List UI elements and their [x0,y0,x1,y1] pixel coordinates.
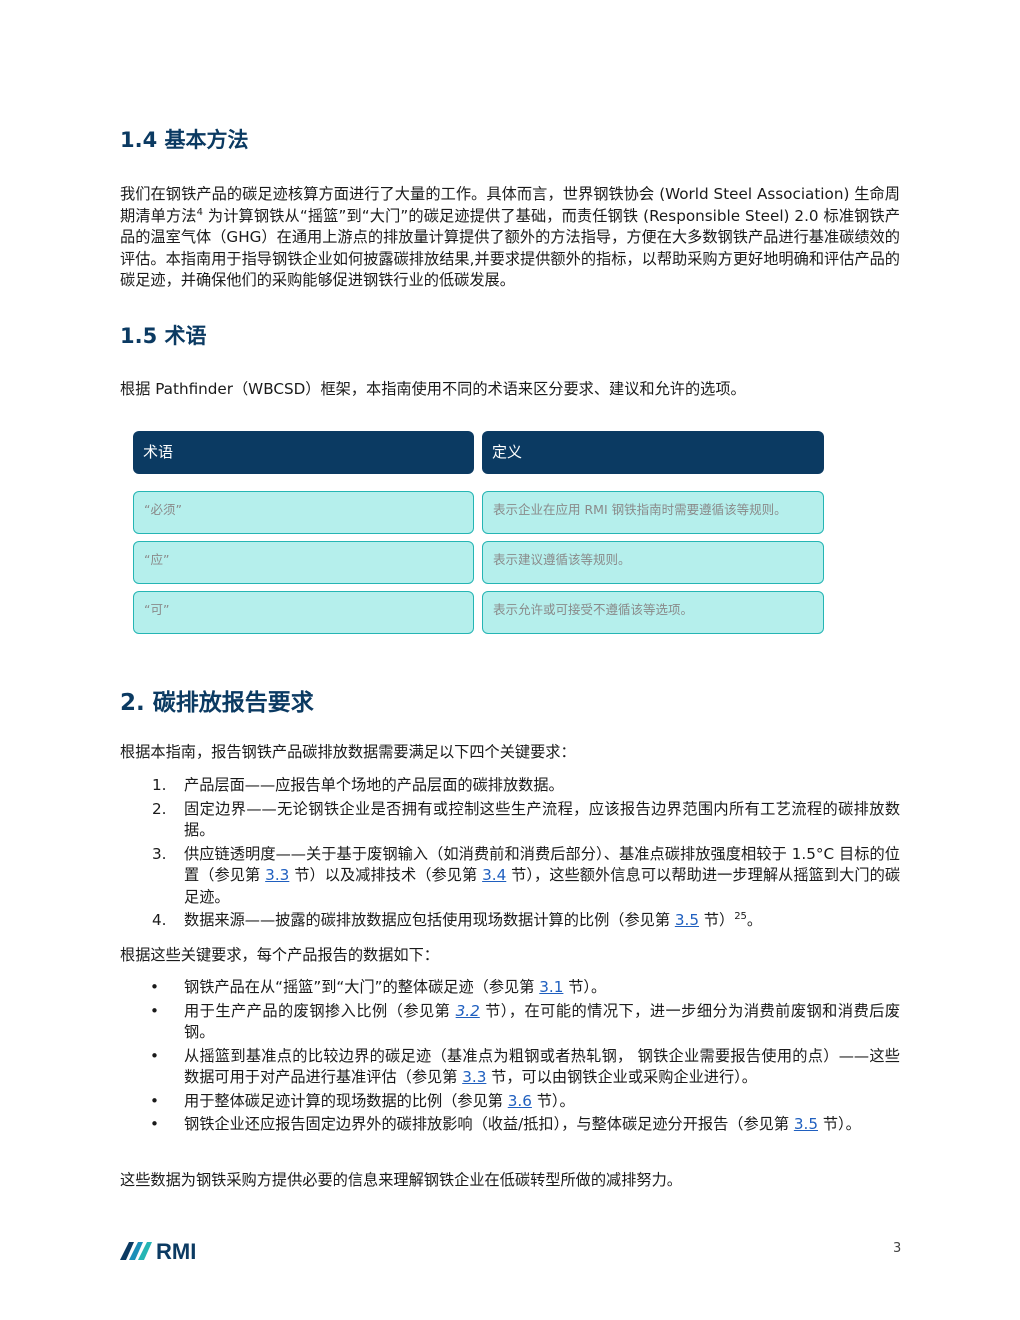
bullet-icon: • [150,1091,159,1110]
list-text: 用于生产产品的废钢掺入比例（参见第 [184,1001,456,1020]
section-link[interactable]: 3.3 [265,866,290,884]
rmi-logo-icon: RMI [120,1239,196,1264]
para-text: 为计算钢铁从“摇篮”到“大门”的碳足迹提供了基础，而责任钢铁 (Responsi… [120,206,901,290]
list-item: 3. 供应链透明度——关于基于废钢输入（如消费前和消费后部分）、基准点碳排放强度… [150,844,900,909]
list-item: • 钢铁企业还应报告固定边界外的碳排放影响（收益/抵扣），与整体碳足迹分开报告（… [150,1114,900,1136]
footnote-ref[interactable]: 25 [734,910,747,922]
section-link[interactable]: 3.4 [482,866,507,884]
section-2-title: 2. 碳排放报告要求 [120,690,314,716]
list-text: 从摇篮到基准点的比较边界的碳足迹（基准点为粗钢或者热轧钢， 钢铁企业需要报告使用… [184,1046,900,1087]
section-link[interactable]: 3.6 [507,1091,532,1110]
list-text: 节） [698,911,735,929]
bullet-icon: • [150,1046,159,1065]
section-link[interactable]: 3.2 [455,1001,480,1020]
table-cell-term: “可” [133,591,474,634]
list-text: 供应链透明度——关于基于废钢输入（如消费前和消费后部分）、基准点碳排放强度相较于… [184,844,900,885]
section-1-5-title: 1.5 术语 [120,324,207,348]
list-text: 节）。 [818,1115,861,1133]
list-text: 用于整体碳足迹计算的现场数据的比例（参见第 [184,1091,508,1110]
list-item: • 用于生产产品的废钢掺入比例（参见第 3.2 节），在可能的情况下，进一步细分… [150,1001,900,1044]
table-cell-term: “必须” [133,491,474,534]
section-link[interactable]: 3.1 [539,978,564,996]
section-1-4-paragraph: 我们在钢铁产品的碳足迹核算方面进行了大量的工作。具体而言，世界钢铁协会 (Wor… [120,184,900,292]
section-link[interactable]: 3.5 [793,1115,819,1133]
table-cell-term: “应” [133,541,474,584]
section-1-4-title: 1.4 基本方法 [120,128,249,152]
list-number: 2. [152,799,167,818]
list-text: 节）以及减排技术（参见第 [289,866,483,884]
list-text: 。 [746,911,763,929]
para-text: 我们在钢铁产品的碳足迹核算方面进行了大量的工作。具体而言，世界钢铁协会 (Wor… [120,185,900,225]
list-text: 节，可以由钢铁企业或采购企业进行）。 [486,1068,757,1086]
rmi-logo: RMI [120,1238,220,1264]
list-text: 节），这些额外信息可以帮助进一步理解从摇篮到大门的碳足迹。 [184,866,901,906]
list-text: 钢铁企业还应报告固定边界外的碳排放影响（收益/抵扣），与整体碳足迹分开报告（参见… [184,1115,794,1133]
list-number: 3. [152,844,167,863]
page-number: 3 [893,1241,902,1256]
section-link[interactable]: 3.3 [462,1068,487,1086]
list-item: 1. 产品层面——应报告单个场地的产品层面的碳排放数据。 [150,775,900,797]
table-cell-definition: 表示允许或可接受不遵循该等选项。 [482,591,824,634]
list-text: 钢铁产品在从“摇篮”到“大门”的整体碳足迹（参见第 [184,978,540,996]
list-text: 数据来源——披露的碳排放数据应包括使用现场数据计算的比例（参见第 [184,911,675,929]
list-item: 4. 数据来源——披露的碳排放数据应包括使用现场数据计算的比例（参见第 3.5 … [150,910,900,932]
list-text: 节）。 [563,978,607,996]
section-2-intro: 根据本指南，报告钢铁产品碳排放数据需要满足以下四个关键要求： [120,743,576,761]
section-link[interactable]: 3.5 [674,911,699,929]
list-item: • 用于整体碳足迹计算的现场数据的比例（参见第 3.6 节）。 [150,1091,900,1113]
table-cell-definition: 表示建议遵循该等规则。 [482,541,824,584]
list-text: 节），在可能的情况下，进一步细分为消费前废钢和消费后废钢。 [184,1001,901,1042]
list-item: • 从摇篮到基准点的比较边界的碳足迹（基准点为粗钢或者热轧钢， 钢铁企业需要报告… [150,1046,900,1089]
list-text: 固定边界——无论钢铁企业是否拥有或控制这些生产流程，应该报告边界范围内所有工艺流… [184,799,900,840]
list-item: • 钢铁产品在从“摇篮”到“大门”的整体碳足迹（参见第 3.1 节）。 [150,977,900,999]
section-2-closing: 这些数据为钢铁采购方提供必要的信息来理解钢铁企业在低碳转型所做的减排努力。 [120,1171,682,1189]
list-text: 产品层面——应报告单个场地的产品层面的碳排放数据。 [184,776,564,794]
table-header-term: 术语 [133,431,474,474]
list-number: 1. [152,776,167,794]
bullet-icon: • [150,1115,159,1133]
data-bullets-list: • 钢铁产品在从“摇篮”到“大门”的整体碳足迹（参见第 3.1 节）。 • 用于… [150,977,900,1138]
list-number: 4. [152,911,167,929]
bullet-icon: • [150,978,159,996]
section-1-5-paragraph: 根据 Pathfinder（WBCSD）框架，本指南使用不同的术语来区分要求、建… [120,380,746,398]
table-cell-definition: 表示企业在应用 RMI 钢铁指南时需要遵循该等规则。 [482,491,824,534]
list-text: 节）。 [531,1091,575,1110]
list-item: 2. 固定边界——无论钢铁企业是否拥有或控制这些生产流程，应该报告边界范围内所有… [150,799,900,842]
requirements-list: 1. 产品层面——应报告单个场地的产品层面的碳排放数据。 2. 固定边界——无论… [150,775,900,934]
footnote-ref[interactable]: 4 [196,206,203,218]
section-2-after-text: 根据这些关键要求，每个产品报告的数据如下： [120,946,439,964]
bullet-icon: • [150,1001,159,1020]
table-header-definition: 定义 [482,431,824,474]
logo-text: RMI [156,1239,196,1262]
